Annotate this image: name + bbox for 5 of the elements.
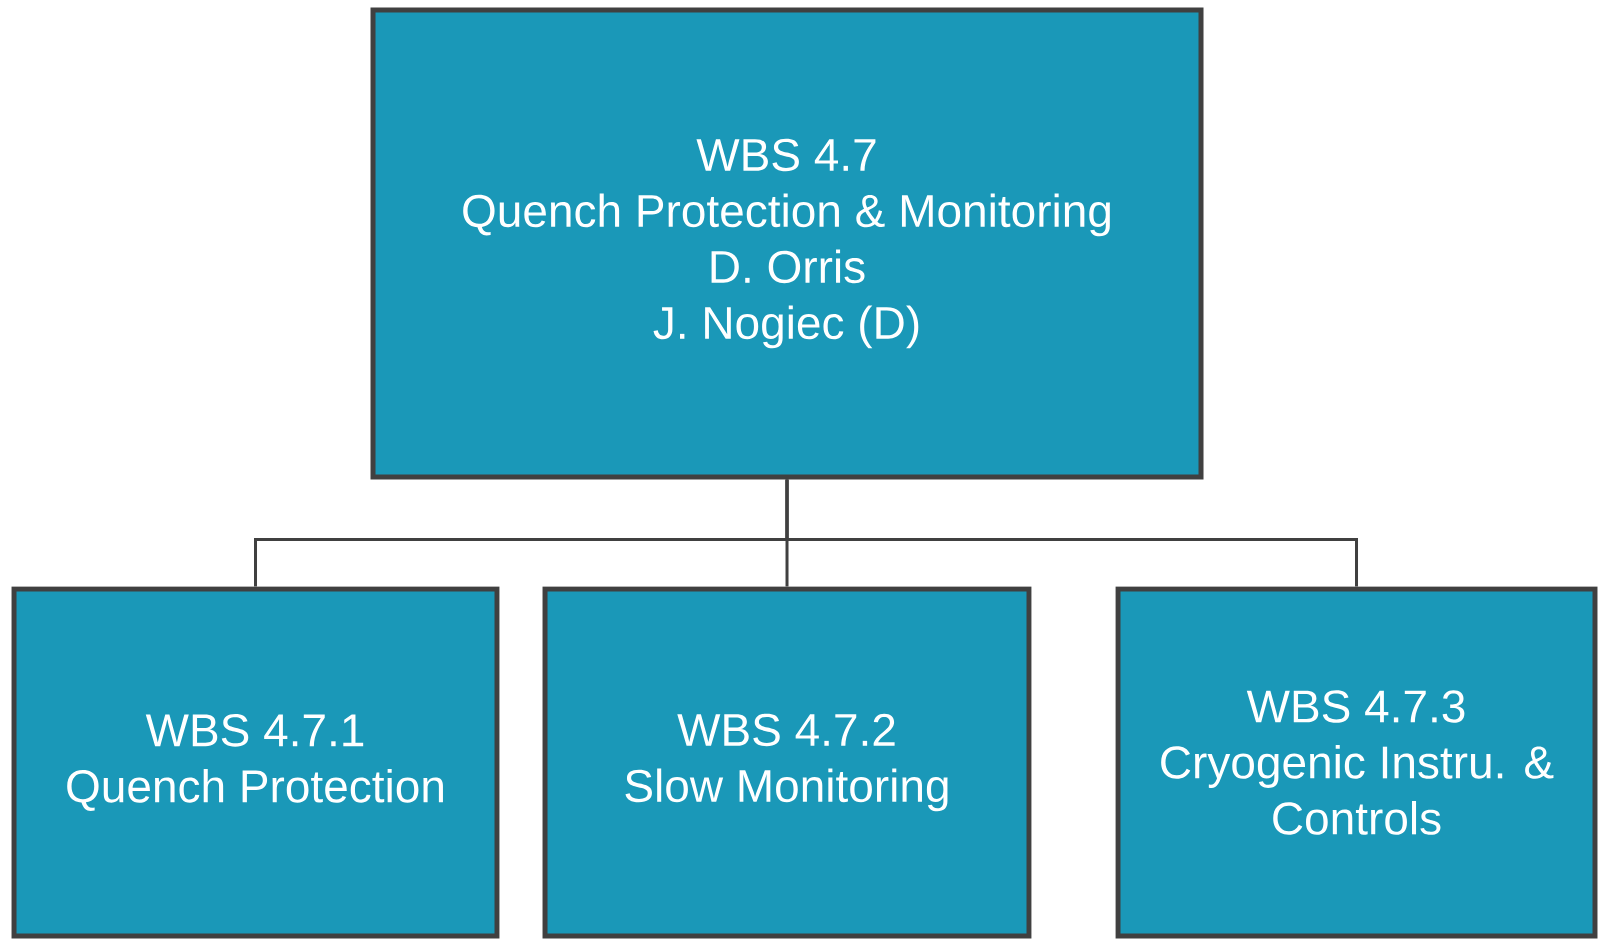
wbs-box: WBS 4.7 Quench Protection & Monitoring D. Orris J. Nogiec (D) xyxy=(370,7,1204,480)
wbs-box: WBS 4.7.1 Quench Protection xyxy=(11,586,500,939)
connector-line xyxy=(785,479,1358,587)
wbs-box: WBS 4.7.2 Slow Monitoring xyxy=(542,586,1032,939)
wbs-box: WBS 4.7.3 Cryogenic Instru. & Controls xyxy=(1115,586,1598,939)
